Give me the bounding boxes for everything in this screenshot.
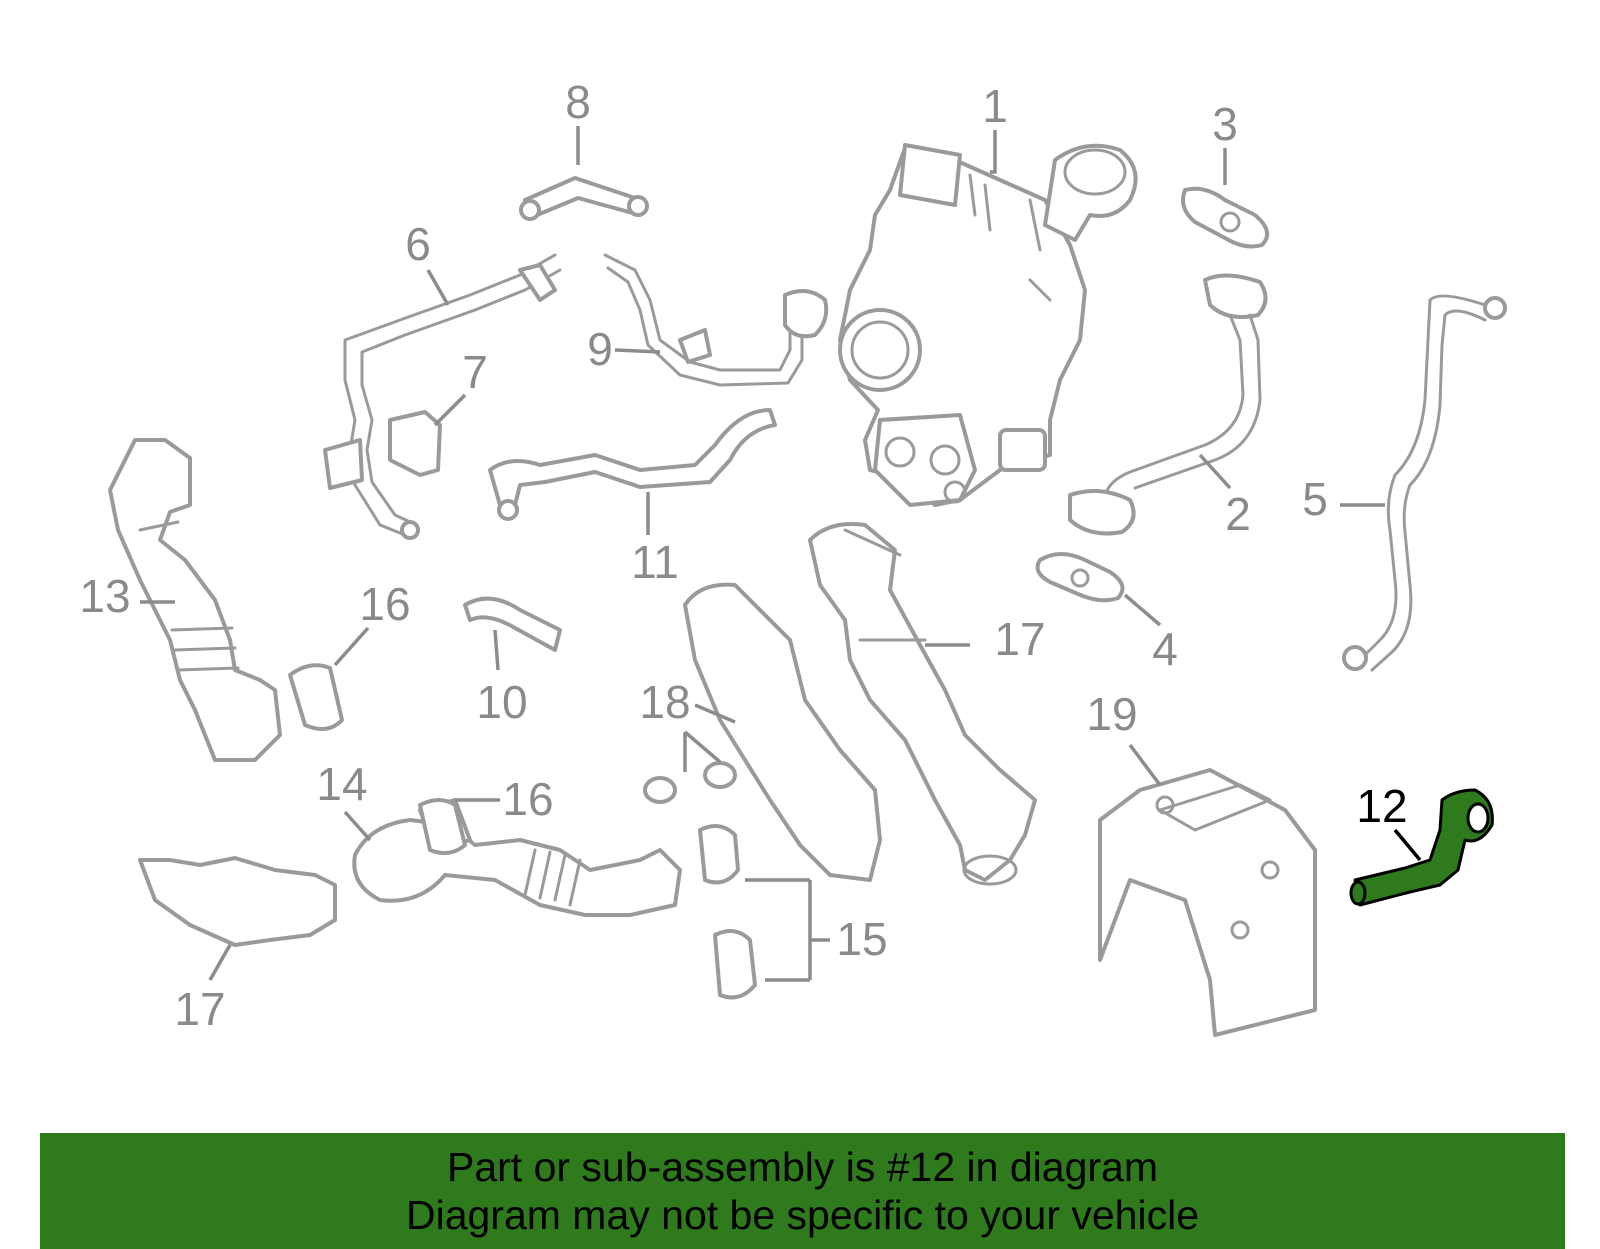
part-1-turbocharger[interactable] <box>838 143 1138 507</box>
callout-15: 15 <box>836 913 887 965</box>
part-3-gasket-hole <box>1219 211 1241 233</box>
leader-15 <box>745 878 830 982</box>
callout-16a: 16 <box>359 578 410 630</box>
part-2-oil-drain-tube[interactable] <box>1068 273 1268 536</box>
leader-19 <box>683 703 736 772</box>
callout-18: 17 <box>994 613 1045 665</box>
part-9-vacuum-line[interactable] <box>603 253 829 387</box>
callout-2: 2 <box>1225 488 1251 540</box>
part-8-hose-end <box>519 199 541 221</box>
part-12-hose-highlighted[interactable] <box>1349 788 1494 907</box>
leader-2 <box>1198 453 1232 490</box>
part-16-gasket-a[interactable] <box>288 663 344 731</box>
callout-3: 3 <box>1212 98 1238 150</box>
leader-20 <box>1128 743 1162 787</box>
leader-12 <box>1393 828 1422 862</box>
callout-16b: 16 <box>502 773 553 825</box>
banner-line-disclaimer: Diagram may not be specific to your vehi… <box>405 1192 1199 1238</box>
callout-12: 12 <box>1356 780 1407 832</box>
part-3-gasket[interactable] <box>1181 186 1270 249</box>
part-7-bracket[interactable] <box>388 410 442 477</box>
leader-14 <box>343 810 372 842</box>
leader-4 <box>1123 593 1162 627</box>
part-18-intake-duct[interactable] <box>808 522 1037 886</box>
part-8-hose-end-2 <box>627 195 649 217</box>
leader-16a <box>333 626 370 667</box>
part-15-gasket-a[interactable] <box>698 824 740 885</box>
callout-1: 1 <box>982 80 1008 132</box>
callout-4: 4 <box>1152 623 1178 675</box>
callout-11: 11 <box>631 536 679 588</box>
part-4-gasket[interactable] <box>1035 552 1125 603</box>
callout-9: 9 <box>587 323 613 375</box>
part-4-gasket-hole <box>1070 568 1090 588</box>
leader-7 <box>433 393 467 427</box>
callout-13: 13 <box>79 570 130 622</box>
leader-17 <box>208 944 232 981</box>
part-5-oil-feed-line[interactable] <box>1342 294 1507 672</box>
turbocharger-parts-diagram: 1 2 3 4 5 6 7 8 <box>79 76 1507 1037</box>
leader-1 <box>990 130 997 174</box>
part-19-charge-air-pipe[interactable] <box>643 582 882 882</box>
callout-10: 10 <box>476 676 527 728</box>
leader-6 <box>426 269 450 306</box>
part-17-exhaust-manifold[interactable] <box>138 856 337 947</box>
callout-20: 19 <box>1086 688 1137 740</box>
part-13-egr-pipe[interactable] <box>108 438 282 762</box>
part-11-hose[interactable] <box>488 408 777 521</box>
leader-9 <box>614 348 661 354</box>
part-16-gasket-b[interactable] <box>418 798 467 856</box>
callout-17: 17 <box>174 983 225 1035</box>
part-20-heat-shield[interactable] <box>1098 768 1317 1037</box>
callout-6: 6 <box>405 218 431 270</box>
banner-line-part-number: Part or sub-assembly is #12 in diagram <box>447 1144 1158 1190</box>
part-15-gasket-b[interactable] <box>713 929 757 1000</box>
callout-8: 8 <box>565 76 591 128</box>
part-10-hose[interactable] <box>463 596 562 652</box>
info-banner: Part or sub-assembly is #12 in diagram D… <box>40 1133 1565 1249</box>
callout-14: 14 <box>316 758 367 810</box>
part-8-hose[interactable] <box>523 176 642 220</box>
callout-7: 7 <box>462 346 488 398</box>
callout-5: 5 <box>1302 473 1328 525</box>
callout-19: 18 <box>639 676 690 728</box>
leader-10 <box>493 629 500 671</box>
part-6-coolant-line[interactable] <box>323 253 562 540</box>
